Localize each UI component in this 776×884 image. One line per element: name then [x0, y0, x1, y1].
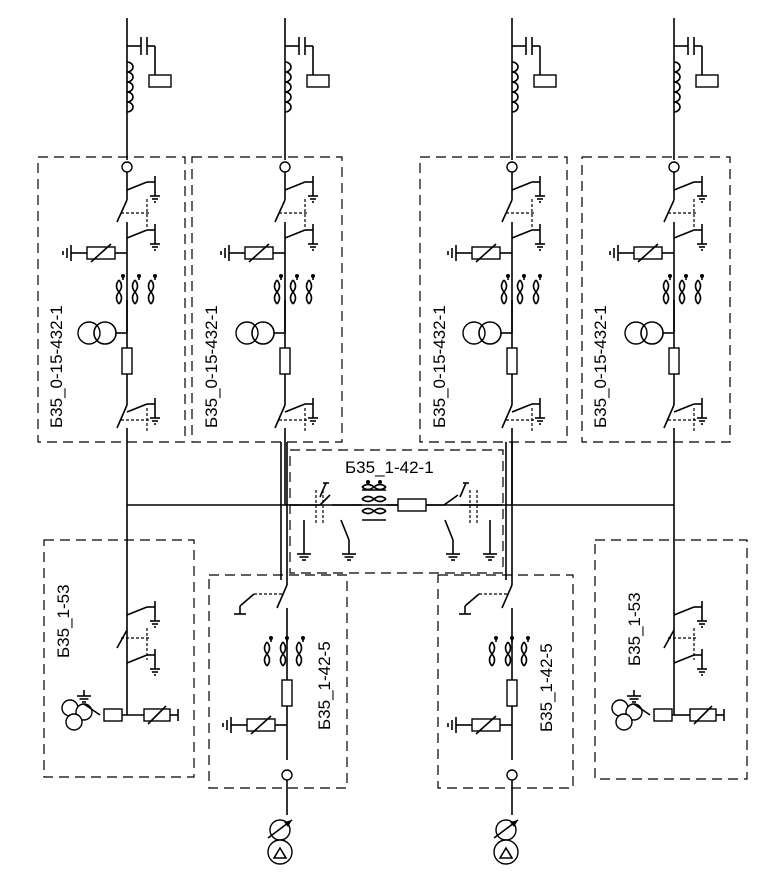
transformer-feeder-4 [610, 17, 719, 505]
label-tbay-1: Б35_0-15-432-1 [47, 305, 66, 428]
voltage-bay-right: Б35_1-53 [594, 505, 748, 780]
transformer-feeder-1 [63, 17, 172, 505]
label-line-bay-left: Б35_1-42-5 [315, 641, 334, 730]
block-outline-tbay-4 [581, 156, 731, 443]
block-outline-tbay-2 [191, 156, 343, 443]
block-outline-tbay-3 [419, 156, 568, 443]
line-bay-left: Б35_1-42-5 [208, 442, 348, 865]
label-line-bay-right: Б35_1-42-5 [537, 643, 556, 732]
label-bus-coupler: Б35_1-42-1 [345, 458, 434, 477]
label-tbay-2: Б35_0-15-432-1 [202, 305, 221, 428]
label-voltage-bay-left: Б35_1-53 [54, 584, 73, 658]
block-outline-tbay-1 [37, 156, 186, 443]
label-tbay-4: Б35_0-15-432-1 [591, 305, 610, 428]
transformer-feeder-2 [221, 17, 330, 505]
bus-coupler: Б35_1-42-1 [289, 449, 504, 574]
label-tbay-3: Б35_0-15-432-1 [430, 305, 449, 428]
label-voltage-bay-right: Б35_1-53 [625, 592, 644, 666]
transformer-feeder-3 [448, 17, 557, 505]
voltage-bay-left: Б35_1-53 [43, 505, 195, 778]
line-bay-right: Б35_1-42-5 [437, 442, 574, 865]
